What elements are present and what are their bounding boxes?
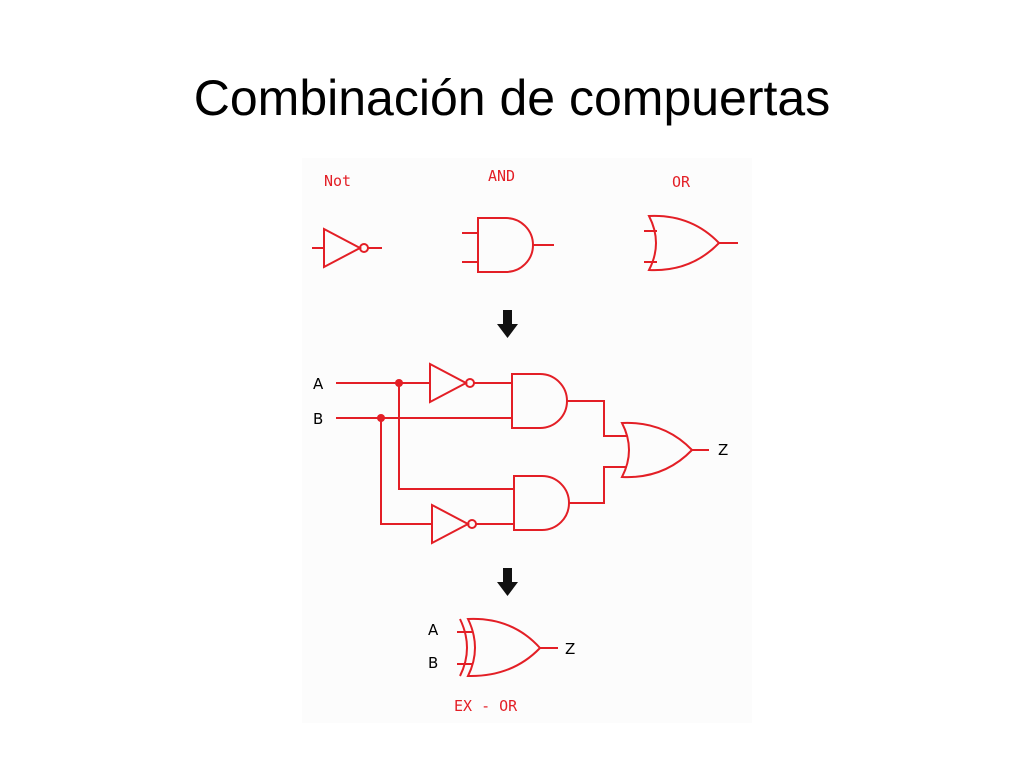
xor-output-z-label: Z — [565, 640, 575, 658]
not-gate-symbol — [312, 228, 382, 268]
input-a-label: A — [313, 375, 324, 393]
xor-gate-label: EX - OR — [454, 697, 518, 715]
combined-circuit — [336, 363, 709, 544]
and-gate-symbol — [462, 217, 554, 273]
not-gate-label: Not — [324, 172, 351, 190]
xor-input-a-label: A — [428, 621, 439, 639]
xor-gate-symbol — [457, 617, 558, 678]
and-gate-label: AND — [488, 167, 515, 185]
or-gate-label: OR — [672, 173, 691, 191]
logic-gates-diagram: Not AND OR A B — [302, 158, 752, 723]
down-arrow-icon — [497, 310, 518, 338]
xor-input-b-label: B — [428, 654, 438, 672]
slide-title: Combinación de compuertas — [193, 70, 831, 126]
input-b-label: B — [313, 410, 323, 428]
or-gate-symbol — [644, 214, 738, 272]
down-arrow-icon — [497, 568, 518, 596]
output-z-label: Z — [718, 441, 728, 459]
